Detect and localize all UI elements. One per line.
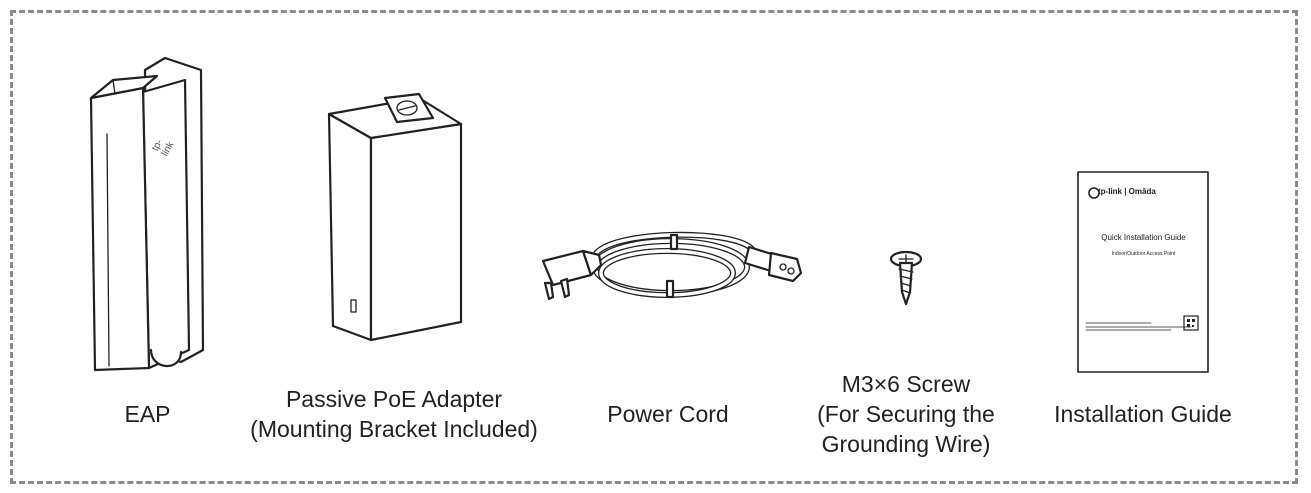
screw-illustration	[889, 250, 923, 306]
screw-label-line2: (For Securing the	[817, 401, 995, 427]
eap-device-illustration	[89, 56, 205, 372]
guide-subtitle: Indoor/Outdoor Access Point	[1111, 251, 1176, 257]
installation-guide-label: Installation Guide	[1054, 401, 1232, 427]
guide-brand: tp-link | Omāda	[1098, 187, 1156, 196]
package-contents-frame	[10, 10, 1298, 484]
guide-booklet-illustration	[1077, 171, 1209, 373]
eap-label: EAP	[124, 401, 171, 427]
power-cord-label: Power Cord	[607, 401, 729, 427]
screw-label-line3: Grounding Wire)	[821, 431, 991, 457]
poe-adapter-label-line1: Passive PoE Adapter	[285, 386, 503, 412]
poe-adapter-illustration	[327, 92, 463, 342]
guide-title: Quick Installation Guide	[1101, 233, 1186, 242]
screw-label-line1: M3×6 Screw	[841, 371, 971, 397]
power-cord-illustration	[541, 231, 803, 301]
poe-adapter-label-line2: (Mounting Bracket Included)	[250, 416, 538, 442]
